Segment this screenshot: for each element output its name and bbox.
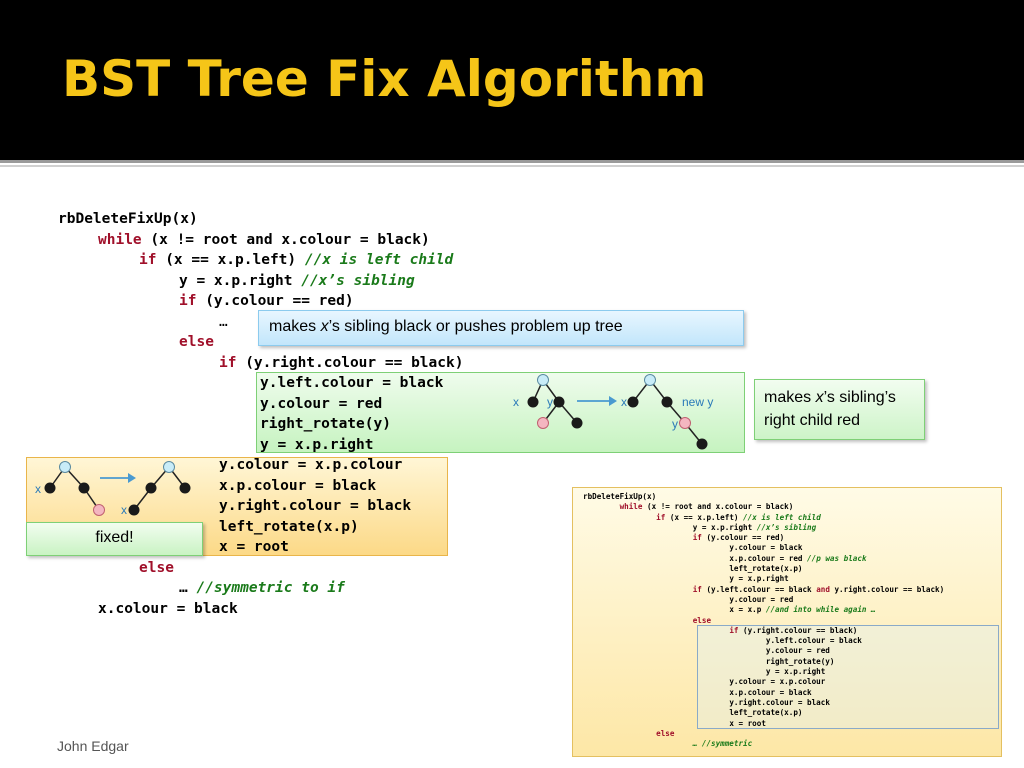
tree-node-root	[163, 461, 175, 473]
code-line-14: x.p.colour = black	[219, 477, 377, 494]
code-line-19: … //symmetric to if	[179, 580, 345, 596]
label-new-y: new y	[682, 395, 713, 409]
tree-node-x	[128, 504, 140, 516]
tree-node-black	[696, 438, 708, 450]
code-line-7: else	[179, 334, 214, 350]
tree-node-root	[537, 374, 549, 386]
code-line-5: if (y.colour == red)	[179, 293, 354, 309]
divider-line-thin	[0, 165, 1024, 167]
code-line-15: y.right.colour = black	[219, 498, 412, 514]
label-x: x	[121, 503, 127, 517]
tree-node-x	[627, 396, 639, 408]
tree-node-black	[571, 417, 583, 429]
thumbnail-code: rbDeleteFixUp(x) while (x != root and x.…	[583, 492, 945, 749]
code-line-9: y.left.colour = black	[260, 375, 444, 391]
sibling-black-note: makes x’s sibling black or pushes proble…	[258, 310, 744, 346]
code-line-4: y = x.p.right //x’s sibling	[179, 272, 415, 289]
code-line-10: y.colour = red	[260, 395, 383, 412]
tree-node-black	[145, 482, 157, 494]
tree-node-root	[644, 374, 656, 386]
code-line-3: if (x == x.p.left) //x is left child	[139, 252, 454, 268]
tree-node-new-y	[661, 396, 673, 408]
tree-node-red	[537, 417, 549, 429]
code-line-1: rbDeleteFixUp(x)	[58, 211, 198, 227]
code-line-6: …	[219, 313, 228, 330]
code-line-11: right_rotate(y)	[260, 416, 391, 432]
label-x: x	[513, 395, 519, 409]
tree-node-red	[679, 417, 691, 429]
arrow-head-icon	[609, 396, 617, 406]
right-rotate-diagram: x y x new y y	[513, 374, 713, 450]
code-line-8: if (y.right.colour == black)	[219, 354, 464, 371]
code-line-12: y = x.p.right	[260, 436, 374, 453]
tree-node-black	[179, 482, 191, 494]
label-y: y	[672, 417, 678, 431]
thumbnail-highlight	[697, 625, 999, 729]
fixed-note: fixed!	[26, 522, 203, 556]
code-line-16: left_rotate(x.p)	[219, 518, 359, 535]
tree-node-y	[553, 396, 565, 408]
tree-node-x	[527, 396, 539, 408]
tree-node-red	[93, 504, 105, 516]
tree-node-x	[44, 482, 56, 494]
title-bar: BST Tree Fix Algorithm	[0, 0, 1024, 160]
green-highlight-region	[256, 372, 745, 453]
divider-line	[0, 160, 1024, 163]
label-x: x	[621, 395, 627, 409]
code-line-2: while (x != root and x.colour = black)	[98, 231, 430, 248]
tree-node-y	[78, 482, 90, 494]
code-line-13: y.colour = x.p.colour	[219, 457, 403, 473]
left-rotate-diagram: x x	[35, 461, 191, 517]
code-line-20: x.colour = black	[98, 600, 238, 617]
arrow-head-icon	[128, 473, 136, 483]
code-line-18: else	[139, 559, 174, 576]
code-line-17: x = root	[219, 539, 289, 555]
label-y: y	[547, 395, 553, 409]
full-algorithm-thumbnail: rbDeleteFixUp(x) while (x != root and x.…	[572, 487, 1002, 757]
slide-title: BST Tree Fix Algorithm	[62, 50, 707, 108]
author-footer: John Edgar	[57, 738, 129, 754]
tree-node-root	[59, 461, 71, 473]
label-x: x	[35, 482, 41, 496]
